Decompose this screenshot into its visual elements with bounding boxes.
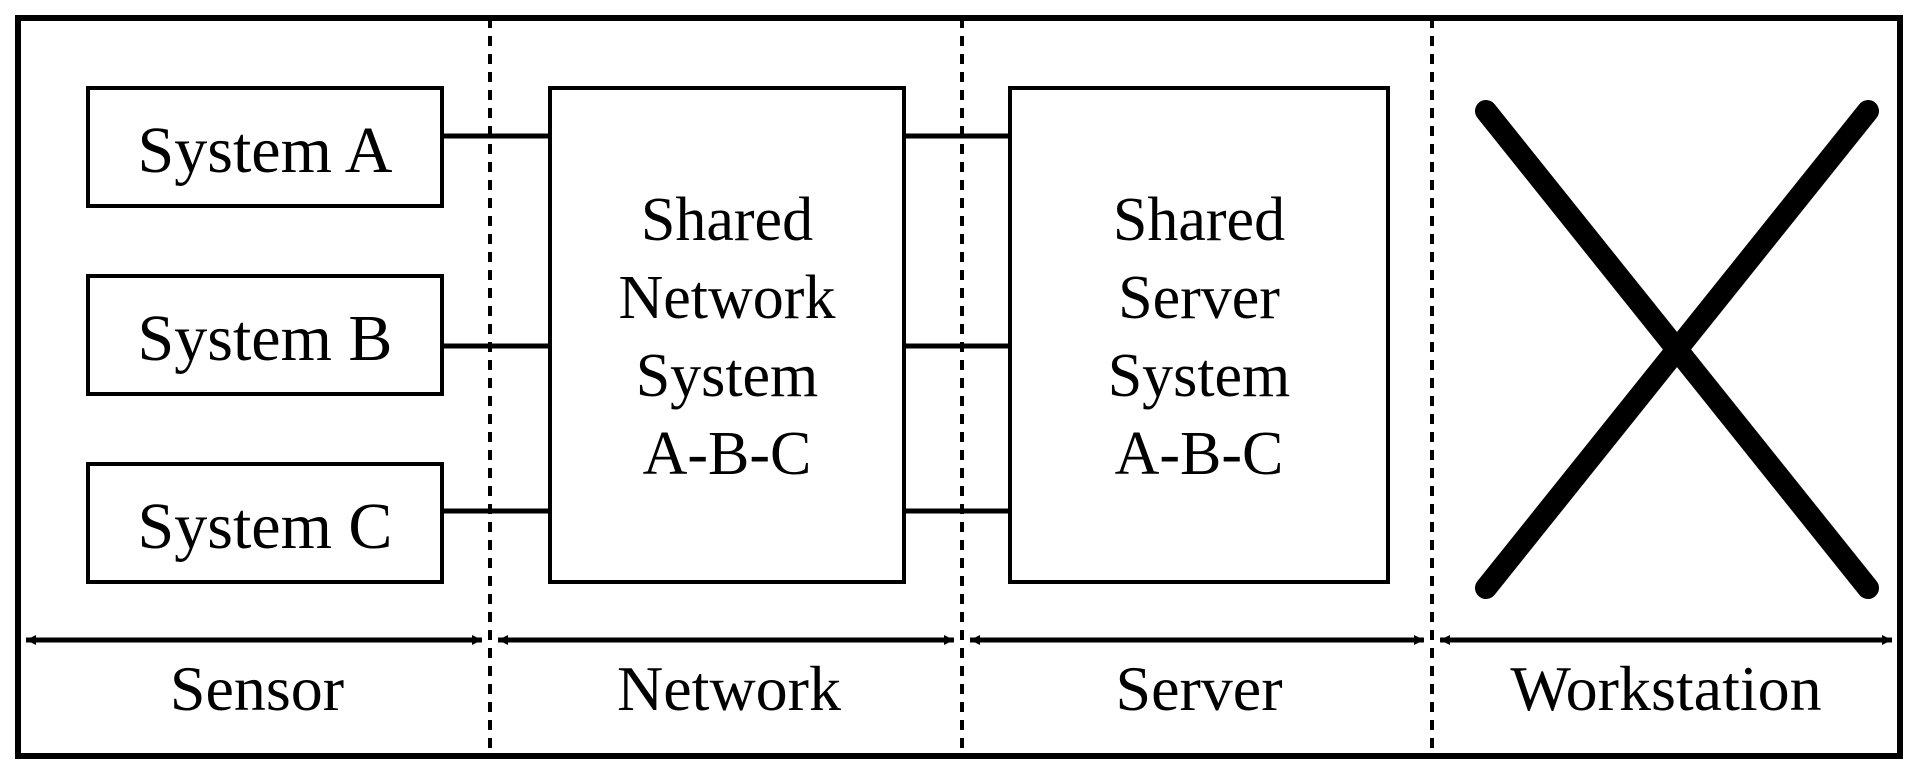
- network-box-line: Network: [619, 264, 836, 332]
- network-box-line: Shared: [641, 186, 813, 254]
- zone-label-network: Network: [617, 653, 841, 724]
- server-box-line: Server: [1118, 264, 1280, 332]
- system-box-c: System C: [86, 462, 444, 584]
- server-box-line: A-B-C: [1115, 420, 1284, 488]
- zone-label-server: Server: [1115, 653, 1282, 724]
- system-box-b: System B: [86, 274, 444, 396]
- x-cross-icon: [1475, 100, 1879, 599]
- server-box-line: Shared: [1113, 186, 1285, 254]
- system-box-label: System B: [138, 302, 393, 375]
- network-box-line: System: [636, 342, 819, 410]
- system-box-label: System A: [138, 114, 393, 187]
- shared-server-box: Shared Server System A-B-C: [1008, 86, 1390, 584]
- system-box-a: System A: [86, 86, 444, 208]
- server-box-line: System: [1108, 342, 1291, 410]
- zone-label-workstation: Workstation: [1510, 653, 1821, 724]
- network-box-line: A-B-C: [643, 420, 812, 488]
- shared-network-box: Shared Network System A-B-C: [548, 86, 906, 584]
- system-box-label: System C: [138, 490, 393, 563]
- zone-label-sensor: Sensor: [170, 653, 344, 724]
- outer-frame: [15, 15, 1903, 759]
